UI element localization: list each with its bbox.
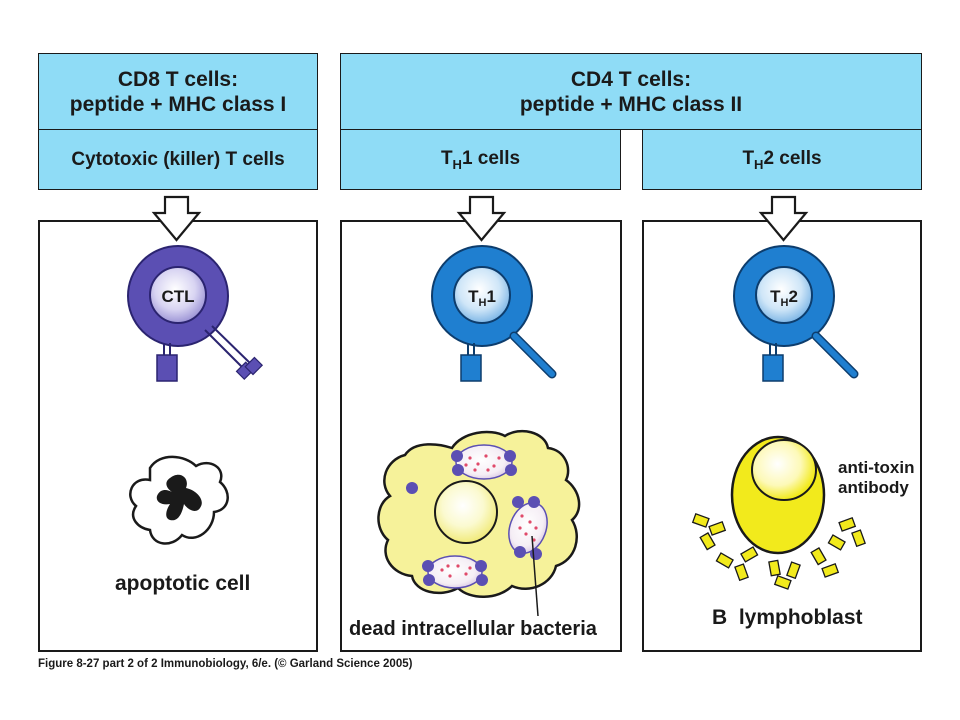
antibody-cluster bbox=[691, 513, 866, 590]
th2-cell bbox=[733, 245, 859, 382]
vacuole-bottom bbox=[422, 555, 488, 589]
cd4-header-line2: peptide + MHC class II bbox=[519, 92, 743, 116]
vacuole-top bbox=[451, 444, 517, 480]
figure-caption: Figure 8-27 part 2 of 2 Immunobiology, 6… bbox=[38, 658, 413, 670]
th1-cell bbox=[431, 245, 557, 382]
th1-header: TH1 cells bbox=[340, 129, 621, 190]
th2-cell-label: TH2 bbox=[770, 287, 798, 309]
arrow-cd8 bbox=[151, 195, 202, 242]
vacuole-left-blob bbox=[406, 482, 418, 494]
cytotoxic-header-label: Cytotoxic (killer) T cells bbox=[71, 148, 285, 170]
arrow-th1 bbox=[456, 195, 507, 242]
dead-bacteria-label: dead intracellular bacteria bbox=[349, 618, 597, 640]
cd8-header-line2: peptide + MHC class I bbox=[69, 92, 287, 116]
apoptotic-cell bbox=[129, 455, 229, 545]
anti-toxin-label-line1: anti-toxin bbox=[838, 458, 915, 477]
dead-bacteria-dots bbox=[440, 454, 538, 578]
th2-header-label: TH2 cells bbox=[742, 147, 822, 172]
vacuole-right bbox=[508, 496, 548, 560]
b-lymphoblast bbox=[730, 435, 826, 555]
anti-toxin-label-line2: antibody bbox=[838, 478, 909, 497]
infected-macrophage bbox=[377, 429, 581, 617]
apoptotic-cell-label: apoptotic cell bbox=[115, 572, 251, 595]
ctl-cell bbox=[127, 245, 264, 382]
cd8-header-line1: CD8 T cells: bbox=[117, 67, 239, 91]
th1-header-label: TH1 cells bbox=[440, 147, 521, 172]
cytotoxic-header: Cytotoxic (killer) T cells bbox=[38, 129, 318, 190]
cd8-header: CD8 T cells: peptide + MHC class I bbox=[38, 53, 318, 130]
cd4-header-line1: CD4 T cells: bbox=[570, 67, 692, 91]
cd4-header: CD4 T cells: peptide + MHC class II bbox=[340, 53, 922, 130]
ctl-label: CTL bbox=[161, 287, 194, 306]
th2-header: TH2 cells bbox=[642, 129, 922, 190]
arrow-th2 bbox=[758, 195, 809, 242]
th1-cell-label: TH1 bbox=[468, 287, 496, 309]
b-lymphoblast-label: B lymphoblast bbox=[712, 606, 863, 629]
